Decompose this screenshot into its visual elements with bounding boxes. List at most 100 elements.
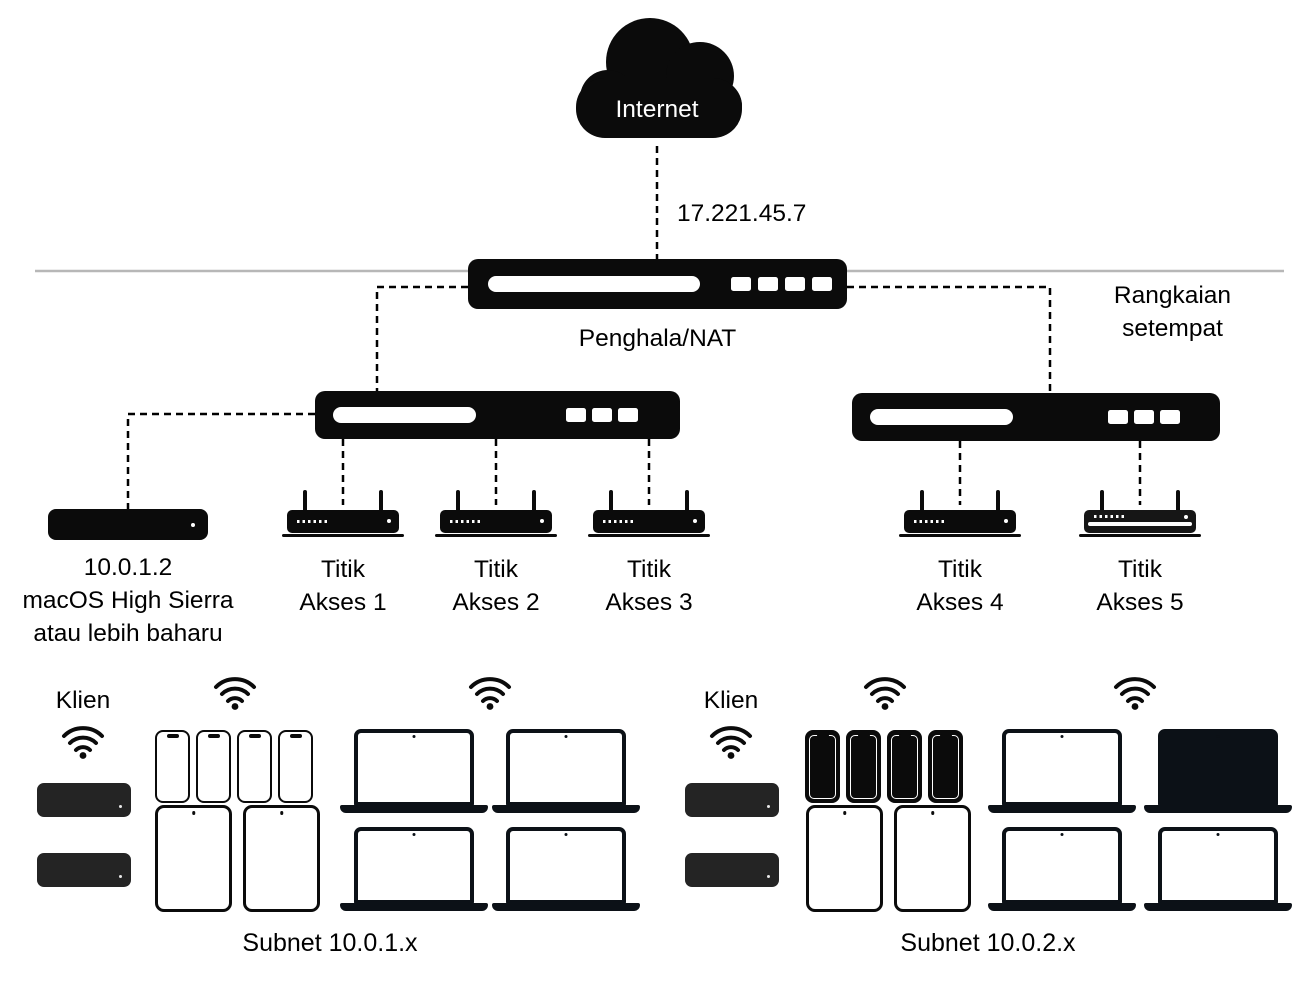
ap-label-line2: Akses 4	[916, 589, 1004, 616]
iphone-icon	[805, 730, 840, 803]
iphone-icon	[928, 730, 963, 803]
access-point-4-label: Titik Akses 4	[890, 553, 1030, 619]
switch-port	[1160, 410, 1180, 424]
vents	[297, 520, 329, 523]
laptop-screen	[1158, 729, 1278, 806]
iphone-icon	[887, 730, 922, 803]
subnet-2-clients-label: Klien	[703, 687, 759, 714]
status-led	[387, 519, 391, 523]
switch-port	[618, 408, 638, 422]
mac-server-os-line1: macOS High Sierra	[22, 587, 234, 614]
laptop-screen	[354, 729, 474, 806]
wan-ip-label: 17.221.45.7	[677, 200, 807, 227]
laptop-screen	[506, 729, 626, 806]
ap-label-line1: Titik	[627, 556, 671, 583]
router-port	[785, 277, 805, 291]
router-port	[731, 277, 751, 291]
wifi-icon	[62, 726, 104, 759]
ipad-icon	[243, 805, 320, 912]
status-led	[540, 519, 544, 523]
macbook-icon	[492, 827, 640, 911]
iphone-icon	[237, 730, 272, 803]
wifi-icon	[864, 677, 906, 710]
link-switch1-server	[126, 412, 315, 510]
macbook-icon	[1144, 729, 1292, 813]
laptop-screen	[1002, 827, 1122, 904]
laptop-base	[340, 805, 488, 813]
access-point-5-label: Titik Akses 5	[1070, 553, 1210, 619]
mac-server-ip: 10.0.1.2	[83, 554, 173, 581]
router-port	[758, 277, 778, 291]
ap-label-line1: Titik	[474, 556, 518, 583]
access-point-1-label: Titik Akses 1	[273, 553, 413, 619]
router-icon	[468, 259, 847, 309]
access-point-stripe	[1088, 522, 1192, 526]
antenna	[1100, 490, 1104, 514]
subnet-1-label: Subnet 10.0.1.x	[242, 929, 418, 957]
ap-label-line2: Akses 2	[452, 589, 540, 616]
ap-label-line2: Akses 5	[1096, 589, 1184, 616]
mac-mini-icon	[685, 783, 779, 817]
ipad-icon	[894, 805, 971, 912]
local-network-label-line1: Rangkaian	[1113, 282, 1232, 309]
switch-port	[592, 408, 612, 422]
wifi-icon	[214, 677, 256, 710]
access-point-body	[440, 510, 552, 533]
antenna	[456, 490, 460, 514]
antenna	[379, 490, 383, 514]
macbook-icon	[492, 729, 640, 813]
switch-port	[566, 408, 586, 422]
local-network-label: Rangkaian setempat	[1085, 279, 1260, 345]
access-point-base	[435, 534, 557, 537]
access-point-3-icon	[588, 490, 710, 537]
antenna	[303, 490, 307, 514]
laptop-screen	[1158, 827, 1278, 904]
wifi-icon	[469, 677, 511, 710]
vents	[914, 520, 946, 523]
vents	[603, 520, 635, 523]
access-point-base	[282, 534, 404, 537]
antenna	[609, 490, 613, 514]
subnet-1-clients-label: Klien	[55, 687, 111, 714]
iphone-icon	[278, 730, 313, 803]
router-label: Penghala/NAT	[578, 325, 737, 352]
internet-cloud-icon: Internet	[560, 14, 754, 146]
macbook-icon	[988, 827, 1136, 911]
iphone-icon	[155, 730, 190, 803]
status-led	[693, 519, 697, 523]
laptop-base	[1144, 903, 1292, 911]
access-point-4-icon	[899, 490, 1021, 537]
macbook-icon	[1144, 827, 1292, 911]
access-point-body	[1084, 510, 1196, 533]
ap-label-line1: Titik	[321, 556, 365, 583]
mac-mini-icon	[37, 853, 131, 887]
access-point-3-label: Titik Akses 3	[579, 553, 719, 619]
subnet-2-label: Subnet 10.0.2.x	[900, 929, 1076, 957]
wifi-icon	[1114, 677, 1156, 710]
wifi-icon	[710, 726, 752, 759]
switch-display	[870, 409, 1013, 425]
access-point-2-icon	[435, 490, 557, 537]
mac-server-os-line2: atau lebih baharu	[33, 620, 223, 647]
laptop-base	[1144, 805, 1292, 813]
laptop-screen	[506, 827, 626, 904]
macbook-icon	[340, 827, 488, 911]
laptop-screen	[354, 827, 474, 904]
ap-label-line1: Titik	[938, 556, 982, 583]
antenna	[532, 490, 536, 514]
macbook-icon	[340, 729, 488, 813]
iphone-icon	[196, 730, 231, 803]
mac-server-label: 10.0.1.2 macOS High Sierra atau lebih ba…	[5, 551, 251, 650]
macbook-icon	[988, 729, 1136, 813]
ap-label-line2: Akses 3	[605, 589, 693, 616]
link-router-switch1	[375, 285, 468, 392]
laptop-screen	[1002, 729, 1122, 806]
laptop-base	[492, 805, 640, 813]
access-point-base	[1079, 534, 1201, 537]
vents	[1094, 515, 1126, 518]
cloud-shape	[576, 18, 742, 138]
access-point-base	[899, 534, 1021, 537]
status-led	[1004, 519, 1008, 523]
vents	[450, 520, 482, 523]
mac-mini-icon	[685, 853, 779, 887]
